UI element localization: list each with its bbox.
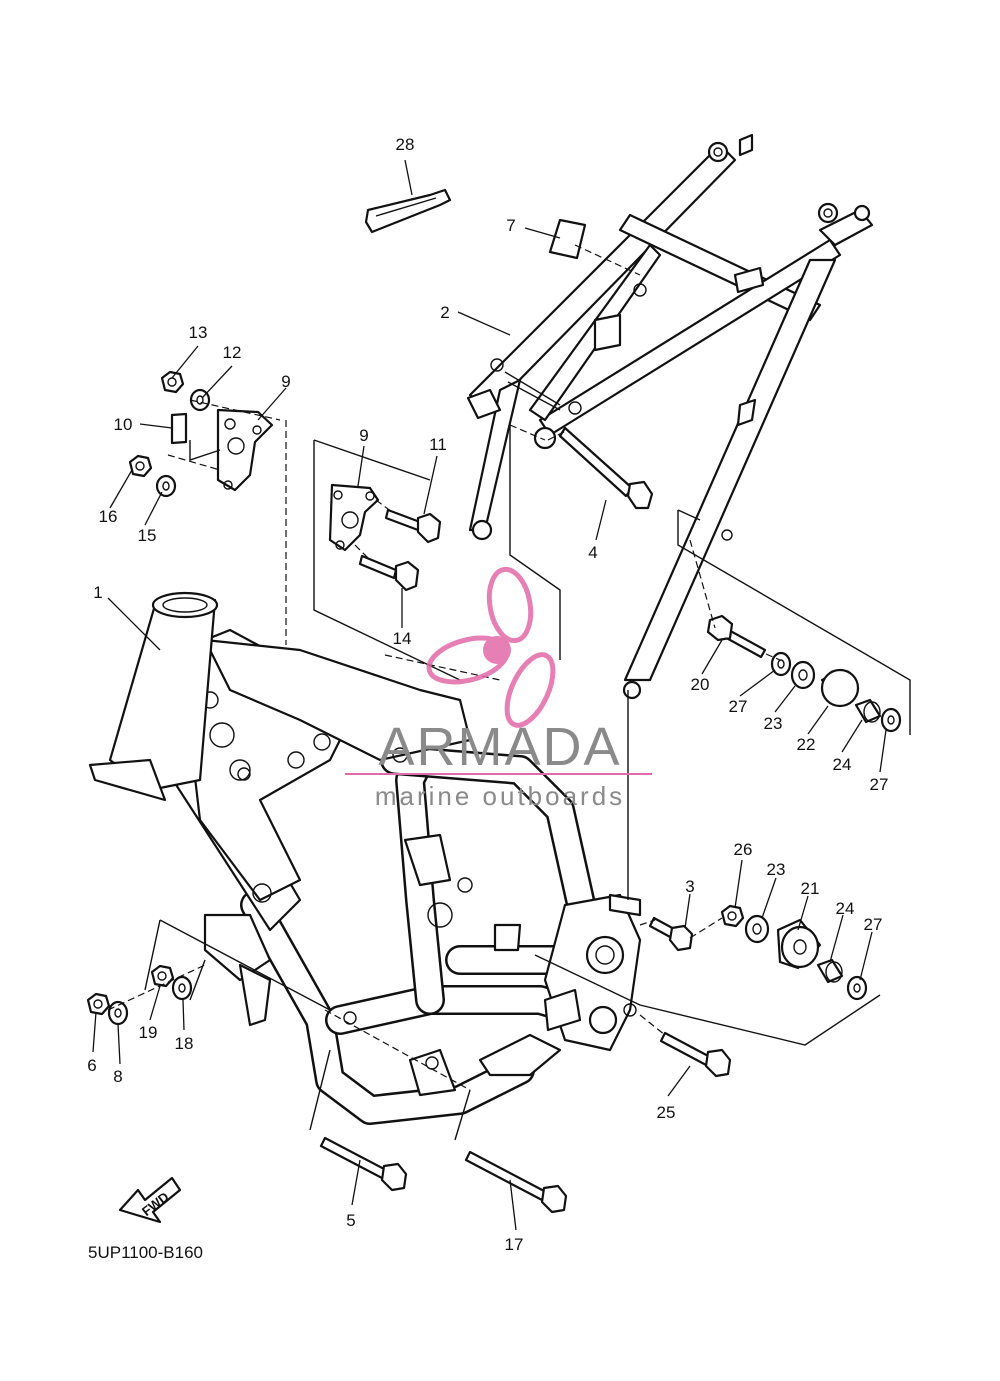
callout-27-upper: 27 <box>729 697 748 716</box>
callout-3: 3 <box>685 877 694 896</box>
part-5-bolt[interactable] <box>319 1136 408 1192</box>
callout-27-lower: 27 <box>864 915 883 934</box>
callout-24-upper: 24 <box>833 755 852 774</box>
leader-lines <box>92 159 887 1231</box>
callout-22: 22 <box>797 735 816 754</box>
part-6-nut[interactable] <box>86 992 111 1016</box>
part-28-strap[interactable] <box>364 188 452 234</box>
watermark-title: ARMADA <box>378 717 621 777</box>
part-14-bolt[interactable] <box>358 554 420 592</box>
part-3-bolt[interactable] <box>648 916 694 952</box>
armada-watermark: ARMADA marine outboards <box>345 566 652 811</box>
part-9-plate-upper[interactable] <box>216 408 274 492</box>
part-10-clip[interactable] <box>170 412 188 445</box>
part-11-bolt[interactable] <box>384 508 442 544</box>
part-13-nut[interactable] <box>160 370 185 394</box>
main-frame[interactable] <box>88 591 642 1125</box>
part-27-washer-right[interactable] <box>880 707 902 733</box>
part-26-nut[interactable] <box>720 904 745 928</box>
callout-5: 5 <box>346 1211 355 1230</box>
callout-27-right: 27 <box>870 775 889 794</box>
callout-18: 18 <box>175 1034 194 1053</box>
callout-8: 8 <box>113 1067 122 1086</box>
callout-1: 1 <box>93 583 102 602</box>
callout-21: 21 <box>801 879 820 898</box>
part-9-plate-lower[interactable] <box>328 483 380 552</box>
part-21-bushing[interactable] <box>776 918 822 970</box>
callout-7: 7 <box>506 216 515 235</box>
callout-14: 14 <box>393 629 412 648</box>
callout-11: 11 <box>429 435 447 454</box>
callout-9-lower: 9 <box>359 426 368 445</box>
part-4-bolt[interactable] <box>558 426 654 510</box>
part-16-nut[interactable] <box>128 454 153 478</box>
callout-16: 16 <box>99 507 118 526</box>
part-27-washer-upper[interactable] <box>770 651 792 677</box>
rear-subframe[interactable] <box>466 133 874 700</box>
callout-15: 15 <box>138 526 157 545</box>
callout-12: 12 <box>223 343 242 362</box>
part-23-bush-lower[interactable] <box>744 914 770 944</box>
part-24-collar-upper[interactable] <box>854 698 882 724</box>
callout-23-lower: 23 <box>767 860 786 879</box>
callout-2: 2 <box>440 303 449 322</box>
assembly-lines <box>107 244 911 1141</box>
callout-24-lower: 24 <box>836 899 855 918</box>
callout-13: 13 <box>189 323 208 342</box>
part-22-spacer[interactable] <box>820 668 860 708</box>
callout-17: 17 <box>505 1235 524 1254</box>
callout-labels: 1 2 3 4 5 6 7 8 9 9 10 11 12 13 14 15 16… <box>87 135 888 1254</box>
part-15-washer[interactable] <box>155 474 177 498</box>
callout-25: 25 <box>657 1103 676 1122</box>
part-17-bolt[interactable] <box>464 1150 568 1214</box>
fwd-arrow-icon: FWD <box>118 1176 182 1224</box>
callout-19: 19 <box>139 1023 158 1042</box>
part-19-nut[interactable] <box>150 964 175 988</box>
part-20-bolt[interactable] <box>706 614 767 659</box>
callout-23-upper: 23 <box>764 714 783 733</box>
watermark-subtitle: marine outboards <box>375 781 625 811</box>
part-25-bolt[interactable] <box>659 1031 732 1078</box>
diagram-code: 5UP1100-B160 <box>88 1243 203 1262</box>
part-27-washer-lower[interactable] <box>846 975 868 1001</box>
part-7-pad[interactable] <box>548 218 587 260</box>
callout-4: 4 <box>588 543 597 562</box>
callout-9-upper: 9 <box>281 372 290 391</box>
part-24-collar-lower[interactable] <box>816 958 844 984</box>
callout-28: 28 <box>396 135 415 154</box>
callout-6: 6 <box>87 1056 96 1075</box>
callout-26: 26 <box>734 840 753 859</box>
callout-10: 10 <box>114 415 133 434</box>
propeller-logo-icon <box>426 566 556 728</box>
part-23-bush-upper[interactable] <box>790 660 816 690</box>
callout-20: 20 <box>691 675 710 694</box>
part-18-washer[interactable] <box>171 975 193 1001</box>
